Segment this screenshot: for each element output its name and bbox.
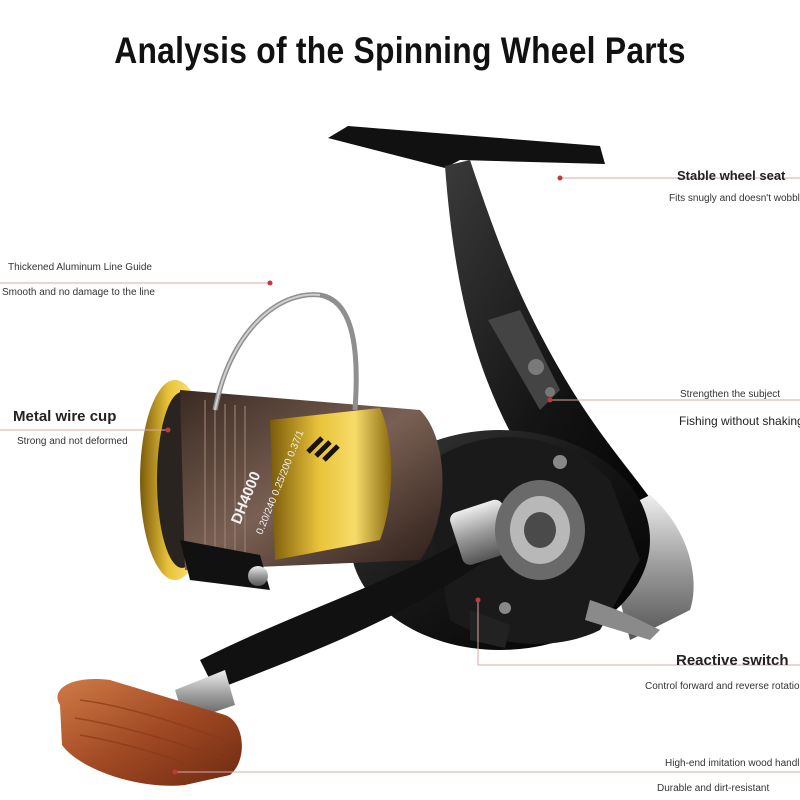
line-guide-dot — [267, 280, 273, 286]
reel-foot — [328, 126, 605, 168]
handle-title: High-end imitation wood handle — [665, 758, 800, 769]
body-title: Strengthen the subject — [680, 389, 781, 400]
line-guide-title: Thickened Aluminum Line Guide — [8, 262, 152, 273]
page-title: Analysis of the Spinning Wheel Parts — [114, 30, 686, 71]
reel-bail-wire — [212, 292, 359, 411]
switch-connector — [477, 600, 800, 666]
reel-handle-arm — [200, 530, 500, 690]
wheel-seat-title: Stable wheel seat — [677, 168, 786, 183]
wire-cup-dot — [165, 427, 171, 433]
wire-cup-title: Metal wire cup — [13, 408, 117, 425]
switch-desc: Control forward and reverse rotation — [645, 681, 800, 692]
wire-cup-desc: Strong and not deformed — [17, 436, 128, 447]
body-desc: Fishing without shaking — [679, 414, 800, 428]
line-guide-desc: Smooth and no damage to the line — [2, 287, 155, 298]
wheel-seat-dot — [557, 175, 563, 181]
reel-spool-gold-band — [270, 408, 392, 560]
switch-dot — [475, 597, 481, 603]
handle-dot — [172, 769, 178, 775]
body-dot — [547, 397, 553, 403]
wheel-seat-desc: Fits snugly and doesn't wobble — [669, 193, 800, 204]
handle-desc: Durable and dirt-resistant — [657, 783, 770, 794]
reel-reverse-switch — [470, 610, 510, 648]
switch-title: Reactive switch — [676, 652, 789, 669]
reel-wood-handle — [57, 679, 242, 786]
